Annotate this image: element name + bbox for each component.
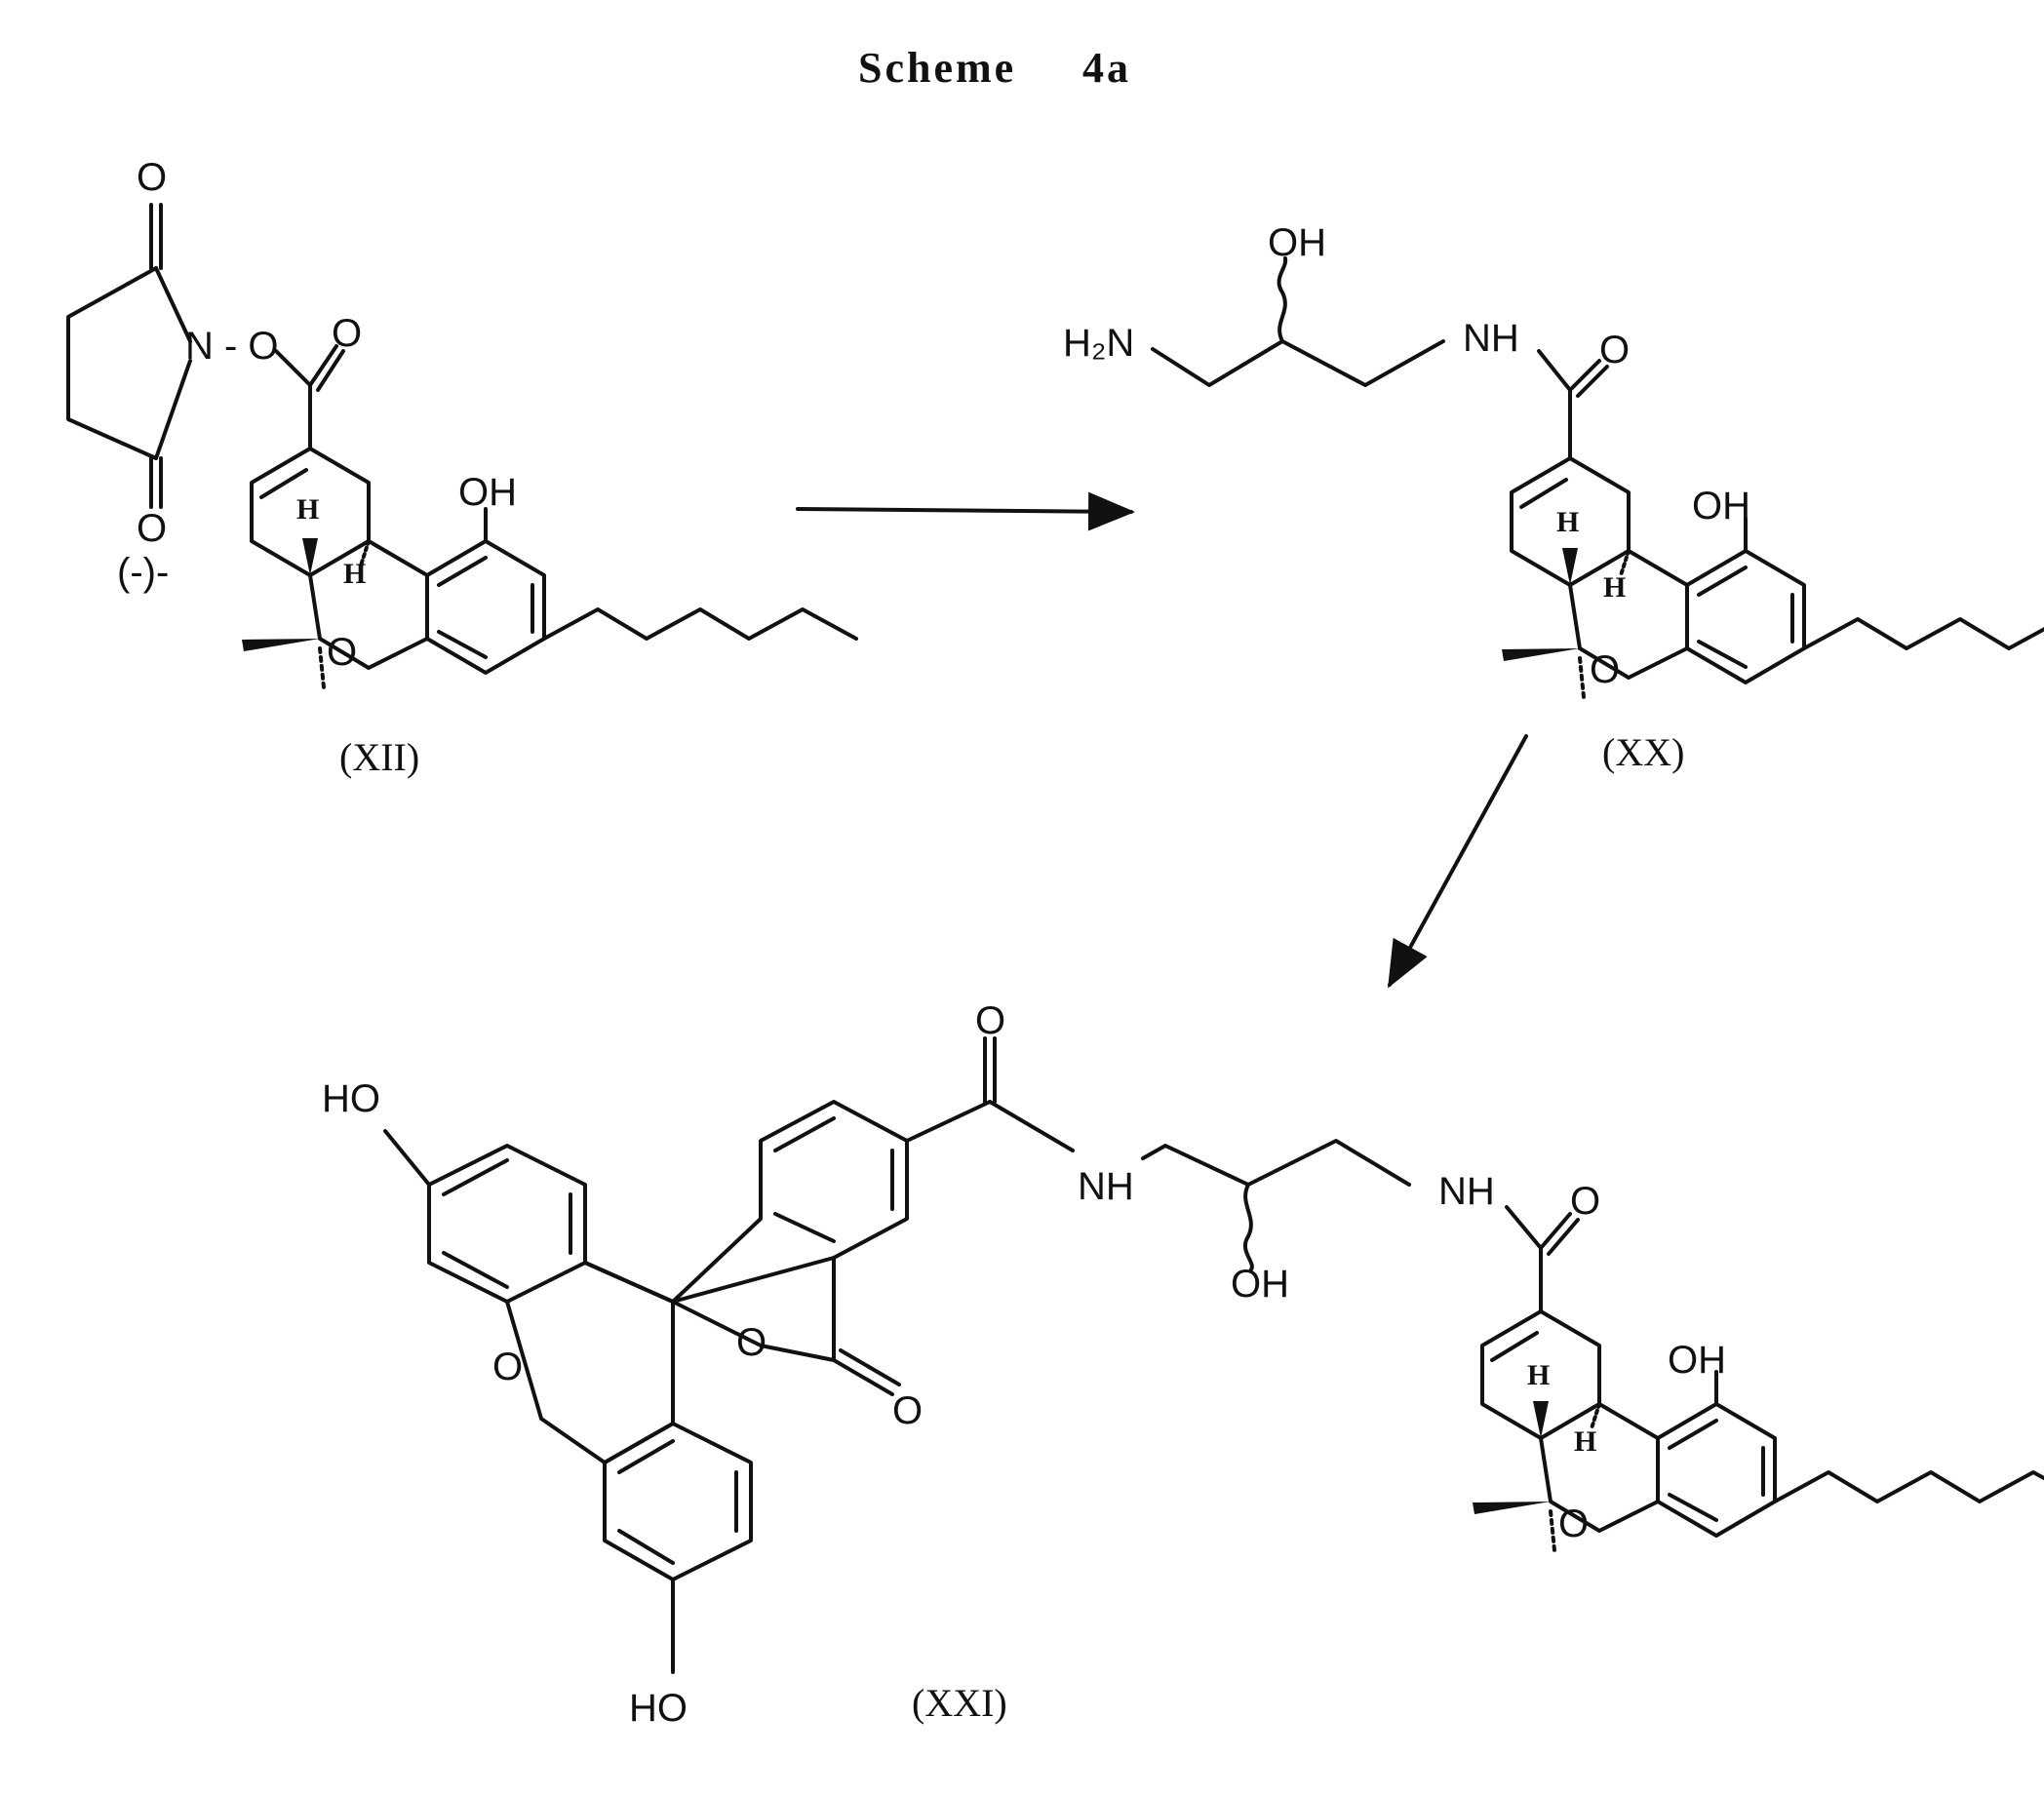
xanthene-spiro-bond <box>585 1263 673 1302</box>
atom-lactone-o: O <box>736 1321 766 1364</box>
atom-oh-chain-xxi: OH <box>1231 1263 1289 1306</box>
wavy-bond-xx <box>1279 258 1286 341</box>
aminopropanol-chain-xxi <box>1143 1141 1409 1185</box>
atom-pyran-o-xxi: O <box>1558 1502 1589 1545</box>
xanthene-ring-left-double <box>444 1160 570 1287</box>
compound-xxi-label: (XXI) <box>912 1681 1007 1725</box>
benzoate-amide-carbonyl <box>985 1038 995 1102</box>
atom-oh-chain-xx: OH <box>1268 221 1326 264</box>
aminopropanol-chain-xx <box>1153 341 1443 385</box>
ester-o-bond <box>276 351 310 385</box>
thc-core-xx <box>1502 458 2044 697</box>
atom-nh-xxi-1: NH <box>1078 1165 1134 1208</box>
wavy-bond-xxi <box>1245 1185 1252 1269</box>
atom-nh-xxi-2: NH <box>1438 1170 1495 1213</box>
stereo-h-xx-a: H <box>1556 506 1579 538</box>
benzoate-ring-double <box>775 1118 892 1241</box>
stereo-h-xxi-b: H <box>1574 1425 1596 1458</box>
xanthene-ring-bottom <box>605 1424 751 1580</box>
atom-benzoate-amide-o: O <box>975 999 1005 1042</box>
atom-pyran-o-xx: O <box>1590 648 1620 691</box>
amide-n-bond-xxi-1 <box>990 1102 1073 1151</box>
compound-xii-prefix: (-)- <box>117 551 169 594</box>
ho-bond-left <box>385 1131 429 1185</box>
compound-xx-label: (XX) <box>1602 730 1684 774</box>
atom-ho-bottom: HO <box>629 1687 688 1730</box>
atom-nh-xx: NH <box>1463 317 1519 360</box>
lactone-carbonyl <box>834 1350 899 1394</box>
stereo-h-xii-a: H <box>296 493 319 526</box>
reaction-arrow-1 <box>798 509 1131 512</box>
amide-nh-bond-xxi-2 <box>1507 1207 1541 1248</box>
atom-h2n-xx: H₂N <box>1063 322 1134 365</box>
atom-amide-o-xx: O <box>1599 329 1630 371</box>
atom-oh-xx: OH <box>1692 485 1750 527</box>
atom-xanthene-o: O <box>492 1346 523 1388</box>
reaction-arrow-2 <box>1390 736 1526 985</box>
xanthene-ring-bottom-double <box>619 1441 736 1563</box>
compound-xii: O O N - O O OH O H H (-)- (XII) <box>68 156 856 779</box>
scheme-title: Scheme <box>858 44 1016 92</box>
compound-xxi: HO O HO O O O NH OH NH O OH O H H <box>322 999 2044 1730</box>
benzoate-amide-bond <box>907 1102 990 1141</box>
succinimide-co-top <box>151 205 161 268</box>
atom-o-top: O <box>137 156 167 199</box>
atom-amide-o-xxi: O <box>1570 1180 1600 1223</box>
atom-ester-o: O <box>332 312 362 355</box>
stereo-h-xxi-a: H <box>1527 1359 1550 1391</box>
succinimide-co-bottom <box>151 458 161 507</box>
atom-ho-left: HO <box>322 1077 380 1120</box>
benzoate-ring <box>673 1102 907 1302</box>
scheme-number: 4a <box>1082 44 1131 92</box>
compound-xx: H₂N OH NH O OH O H H (XX) <box>1063 221 2044 774</box>
stereo-h-xx-b: H <box>1603 571 1626 604</box>
amide-nh-bond-xx <box>1539 351 1570 390</box>
atom-oh-xxi: OH <box>1668 1339 1726 1382</box>
stereo-h-xii-b: H <box>343 558 366 590</box>
atom-oh-xii: OH <box>458 471 517 514</box>
atom-pyran-o-xii: O <box>327 631 357 674</box>
xanthene-ring-left <box>429 1146 585 1302</box>
atom-n-o-link: N - O <box>185 325 279 368</box>
succinimide-ring <box>68 268 156 458</box>
compound-xii-label: (XII) <box>339 735 419 779</box>
atom-lactone-co-o: O <box>892 1389 923 1432</box>
atom-o-bottom: O <box>137 507 167 550</box>
